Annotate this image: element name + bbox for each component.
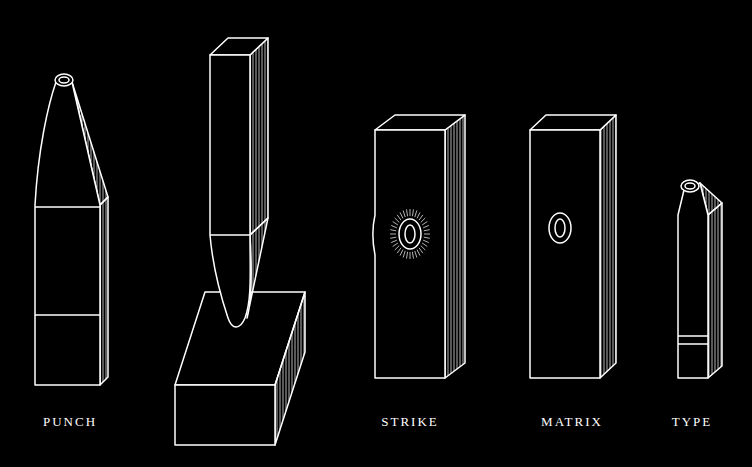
matrix-drawing [530, 115, 616, 378]
part-label: TYPE [672, 414, 713, 430]
part-label: STRIKE [381, 414, 439, 430]
type-drawing [678, 180, 722, 378]
part-label: PUNCH [43, 414, 97, 430]
punch-drawing [35, 74, 108, 385]
part-label: MATRIX [541, 414, 603, 430]
punch-striking-drawing [175, 38, 305, 445]
strike-drawing [373, 115, 465, 378]
